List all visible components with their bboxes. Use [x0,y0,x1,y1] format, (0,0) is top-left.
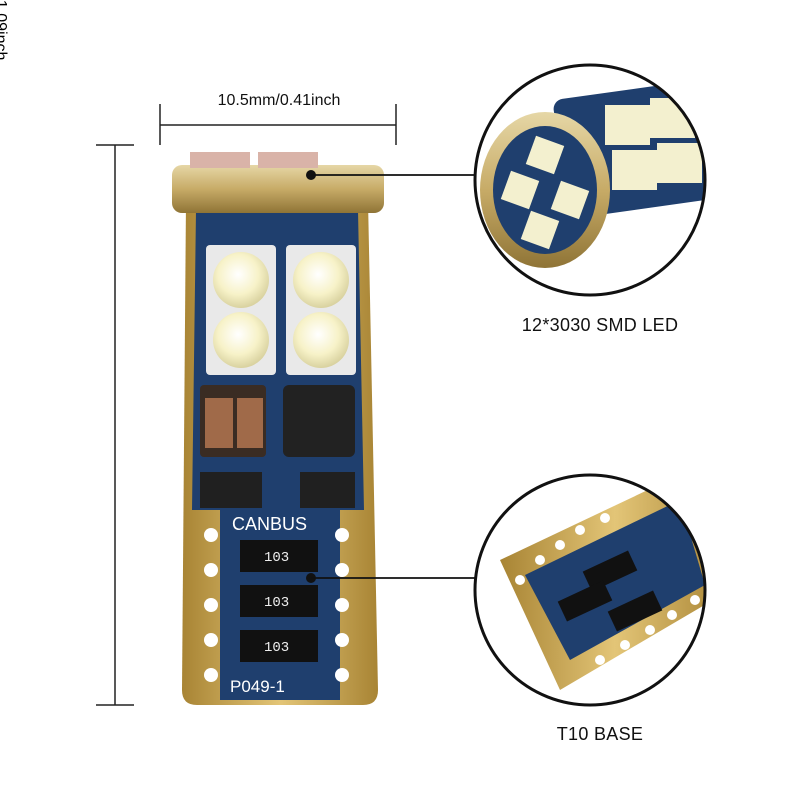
width-dimension-label: 10.5mm/0.41inch [217,92,341,109]
part-number-marking: P049-1 [230,677,285,696]
width-dimension [159,104,397,145]
led-bulb: CANBUS 103 103 103 P049-1 [172,152,384,705]
resistor-label: 103 [264,550,289,566]
resistor-label: 103 [264,595,289,611]
canbus-marking: CANBUS [232,514,307,534]
base-caption: T10 BASE [556,724,644,744]
resistor-label: 103 [264,640,289,656]
led-caption: 12*3030 SMD LED [521,315,679,335]
resistor-group: 103 103 103 [240,540,318,662]
led-chip-group [206,245,356,375]
callout-line-top [306,170,476,180]
height-dimension [96,144,134,706]
height-dimension-label: 27.8mm/1.09inch [0,0,9,109]
callout-line-bottom [306,573,476,583]
solder-holes [204,528,349,682]
led-zoom-view [473,63,707,297]
base-zoom-view [473,473,707,707]
